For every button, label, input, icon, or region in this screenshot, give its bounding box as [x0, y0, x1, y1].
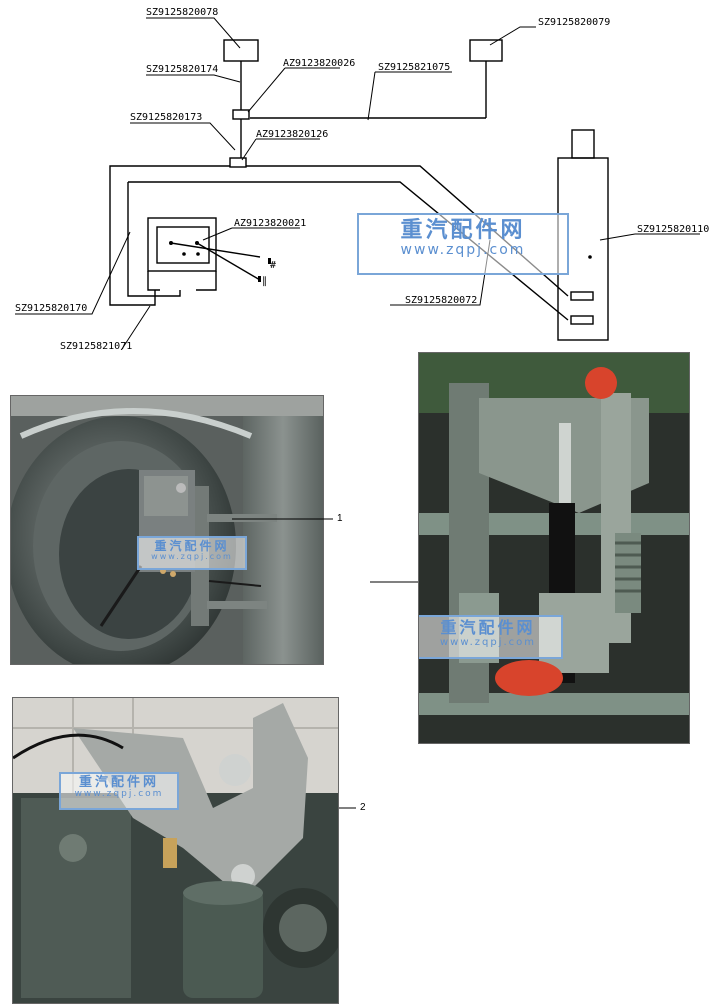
- tee-fitting-upper: [232, 109, 250, 120]
- watermark-name: 重汽配件网: [400, 218, 526, 243]
- label-az9123820026: AZ9123820026: [283, 58, 355, 69]
- label-sz9125820072: SZ9125820072: [405, 295, 477, 306]
- reservoir-box-right: [469, 39, 503, 62]
- callout-number-2: 2: [360, 802, 366, 813]
- pump-housing-inner: [156, 226, 210, 264]
- callout-number-1: 1: [337, 513, 343, 524]
- watermark-photo-1: 重汽配件网 www.zqpj.com: [137, 536, 247, 570]
- tilt-cylinder-rod: [571, 129, 595, 159]
- photo-cab-latch: 重汽配件网 www.zqpj.com: [12, 697, 339, 1004]
- label-sz9125820174: SZ9125820174: [146, 64, 218, 75]
- watermark-url-1: www.zqpj.com: [151, 552, 233, 562]
- port-label-a: #: [270, 260, 276, 271]
- label-sz9125821075: SZ9125821075: [378, 62, 450, 73]
- hydraulic-schematic: SZ9125820078 SZ9125820079 SZ9125820174 A…: [15, 7, 709, 350]
- photo-latch-illustration: [13, 698, 338, 1003]
- cylinder-port-upper: [570, 291, 594, 301]
- cylinder-port-lower: [570, 315, 594, 325]
- label-az9123820021: AZ9123820021: [234, 218, 306, 229]
- label-sz9125820170: SZ9125820170: [15, 303, 87, 314]
- watermark-name-3: 重汽配件网: [78, 775, 159, 790]
- label-sz9125820078: SZ9125820078: [146, 7, 218, 18]
- watermark-photo-3: 重汽配件网 www.zqpj.com: [59, 772, 179, 810]
- photo-pump-on-tank: 重汽配件网 www.zqpj.com: [10, 395, 324, 665]
- label-sz9125820079: SZ9125820079: [538, 17, 610, 28]
- photo-cylinder-illustration: [419, 353, 689, 743]
- reservoir-box-left: [223, 39, 259, 62]
- label-sz9125820173: SZ9125820173: [130, 112, 202, 123]
- watermark-photo-2: 重汽配件网 www.zqpj.com: [419, 615, 563, 659]
- watermark-url-2: www.zqpj.com: [439, 636, 537, 648]
- tee-fitting-lower: [229, 157, 247, 168]
- label-sz9125821071: SZ9125821071: [60, 341, 132, 350]
- label-sz9125820110: SZ9125820110: [637, 224, 709, 235]
- port-label-b: ∥: [262, 276, 267, 287]
- pump-housing-outer: [147, 217, 217, 272]
- watermark-name-2: 重汽配件网: [440, 618, 536, 637]
- photo-tilt-cylinder: 重汽配件网 www.zqpj.com: [418, 352, 690, 744]
- photo-pump-illustration: [11, 396, 323, 664]
- watermark-url: www.zqpj.com: [400, 242, 526, 259]
- label-az9123820126: AZ9123820126: [256, 129, 328, 140]
- watermark-diagram: 重汽配件网 www.zqpj.com: [357, 213, 569, 275]
- watermark-name-1: 重汽配件网: [154, 539, 230, 553]
- watermark-url-3: www.zqpj.com: [74, 789, 164, 800]
